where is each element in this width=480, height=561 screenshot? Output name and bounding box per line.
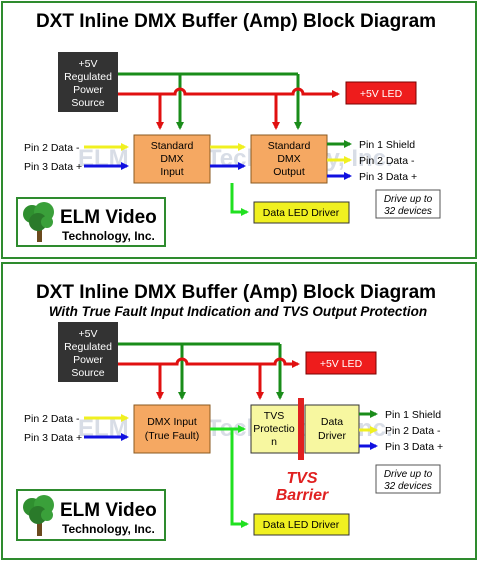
top-logo-tree-icon bbox=[23, 202, 54, 242]
top-dmx-output-line3: Output bbox=[273, 166, 305, 178]
bottom-pin2-out-label: Pin 2 Data - bbox=[385, 425, 441, 437]
top-power-rail bbox=[118, 87, 340, 98]
bottom-dmx-input-line1: DMX Input bbox=[147, 416, 197, 428]
bottom-data-led-box bbox=[253, 513, 350, 536]
top-power-line4: Source bbox=[71, 97, 104, 109]
top-pin1-out-label: Pin 1 Shield bbox=[359, 139, 415, 151]
bottom-logo: ELM Video Technology, Inc. bbox=[16, 489, 166, 541]
bottom-data-driver-line2: Driver bbox=[318, 430, 347, 442]
bottom-tvs-protection-line3: n bbox=[271, 436, 277, 448]
top-dmx-output-line2: DMX bbox=[277, 153, 300, 165]
bottom-tvs-protection-line2: Protectio bbox=[253, 423, 295, 435]
bottom-pin2-in-label: Pin 2 Data - bbox=[24, 413, 80, 425]
top-logo: ELM Video Technology, Inc. bbox=[16, 197, 166, 247]
top-dmx-input-line1: Standard bbox=[151, 140, 194, 152]
top-drive-note-line2: 32 devices bbox=[384, 206, 432, 217]
bottom-power-source-box bbox=[58, 322, 118, 382]
bottom-5v-led-box bbox=[305, 351, 377, 375]
top-5v-led-box bbox=[345, 81, 417, 105]
bottom-dmx-input-box bbox=[133, 404, 211, 454]
top-data-led-label: Data LED Driver bbox=[263, 207, 340, 219]
top-power-line1: +5V bbox=[79, 58, 98, 70]
top-title: DXT Inline DMX Buffer (Amp) Block Diagra… bbox=[36, 11, 436, 32]
bottom-pin3-out-label: Pin 3 Data + bbox=[385, 441, 443, 453]
top-drive-note-line1: Drive up to bbox=[384, 194, 433, 205]
bottom-power-line3: Power bbox=[73, 354, 103, 366]
top-dmx-input-line2: DMX bbox=[160, 153, 183, 165]
bottom-tvs-barrier-line1: TVS bbox=[286, 470, 317, 487]
top-pin3-out-label: Pin 3 Data + bbox=[359, 171, 417, 183]
bottom-dmx-input-line2: (True Fault) bbox=[145, 430, 199, 442]
top-pin2-out-label: Pin 2 Data - bbox=[359, 155, 415, 167]
bottom-title: DXT Inline DMX Buffer (Amp) Block Diagra… bbox=[36, 282, 436, 303]
top-logo-line1: ELM Video bbox=[60, 207, 157, 228]
bottom-power-rail bbox=[118, 357, 300, 368]
bottom-power-line1: +5V bbox=[79, 328, 98, 340]
bottom-tvs-protection-line1: TVS bbox=[264, 410, 284, 422]
top-dmx-input-line3: Input bbox=[160, 166, 183, 178]
top-data-led-connector bbox=[230, 183, 249, 216]
bottom-drive-note-line2: 32 devices bbox=[384, 481, 432, 492]
top-drive-note-box bbox=[375, 189, 441, 219]
bottom-power-line2: Regulated bbox=[64, 341, 112, 353]
top-power-line2: Regulated bbox=[64, 71, 112, 83]
bottom-data-driver-line1: Data bbox=[321, 416, 343, 428]
bottom-tvs-barrier-bar bbox=[298, 398, 304, 460]
top-logo-line2: Technology, Inc. bbox=[62, 229, 155, 243]
bottom-logo-tree-icon bbox=[23, 495, 54, 536]
bottom-data-driver-box bbox=[304, 404, 360, 454]
top-dmx-input-box bbox=[133, 134, 211, 184]
top-5v-led-label: +5V LED bbox=[360, 88, 403, 100]
top-dmx-output-line1: Standard bbox=[268, 140, 311, 152]
bottom-power-line4: Source bbox=[71, 367, 104, 379]
bottom-subtitle: With True Fault Input Indication and TVS… bbox=[49, 304, 427, 319]
top-data-led-box bbox=[253, 201, 350, 224]
bottom-data-led-label: Data LED Driver bbox=[263, 519, 340, 531]
bottom-logo-line1: ELM Video bbox=[60, 500, 157, 521]
bottom-logo-line2: Technology, Inc. bbox=[62, 522, 155, 536]
bottom-data-led-connector bbox=[230, 429, 249, 528]
top-pin3-in-label: Pin 3 Data + bbox=[24, 161, 82, 173]
bottom-drive-note-box bbox=[375, 464, 441, 494]
bottom-drive-note-line1: Drive up to bbox=[384, 469, 433, 480]
bottom-pin3-in-label: Pin 3 Data + bbox=[24, 432, 82, 444]
top-power-line3: Power bbox=[73, 84, 103, 96]
top-power-source-box bbox=[58, 52, 118, 112]
bottom-5v-led-label: +5V LED bbox=[320, 358, 363, 370]
bottom-pin1-out-label: Pin 1 Shield bbox=[385, 409, 441, 421]
bottom-tvs-barrier-line2: Barrier bbox=[276, 487, 329, 504]
top-pin2-in-label: Pin 2 Data - bbox=[24, 142, 80, 154]
